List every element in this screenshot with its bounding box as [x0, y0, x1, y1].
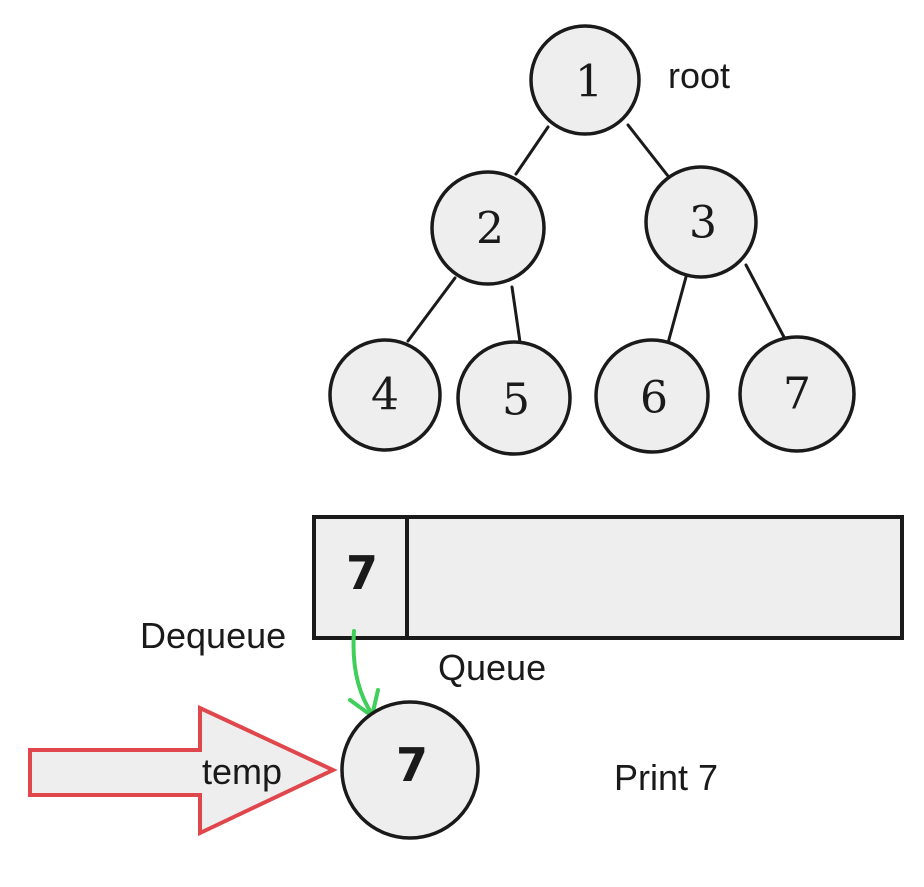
temp-node: 7 [340, 700, 480, 840]
node-label: 1 [575, 57, 603, 108]
queue-label: Queue [438, 647, 546, 688]
edge-2-4 [406, 276, 457, 343]
temp-arrow [28, 704, 338, 837]
queue-item: 7 [346, 546, 378, 600]
tree-node-1: 1 [529, 24, 641, 136]
print-output: Print 7 [614, 757, 718, 798]
edge-1-2 [514, 125, 550, 176]
root-label: root [668, 55, 730, 96]
tree-node-3: 3 [644, 165, 758, 279]
tree-node-5: 5 [456, 340, 572, 456]
queue: 7 [312, 515, 904, 640]
edge-2-5 [510, 285, 522, 344]
node-label: 5 [502, 375, 530, 426]
node-label: 3 [689, 198, 717, 249]
edge-3-6 [666, 275, 688, 345]
dequeue-arrow [348, 629, 380, 718]
node-label: 4 [371, 370, 399, 421]
temp-value: 7 [396, 738, 428, 792]
edge-1-3 [626, 123, 670, 178]
tree-edges [406, 123, 787, 345]
dequeue-label: Dequeue [140, 615, 286, 656]
tree-node-4: 4 [328, 338, 442, 452]
tree-node-6: 6 [594, 338, 710, 454]
temp-label: temp [202, 751, 282, 792]
edge-3-7 [744, 263, 787, 341]
tree-node-7: 7 [738, 335, 856, 453]
node-label: 7 [783, 369, 811, 420]
queue-box [312, 515, 904, 640]
node-label: 6 [640, 373, 668, 424]
tree-node-2: 2 [430, 170, 546, 286]
node-label: 2 [476, 204, 504, 255]
